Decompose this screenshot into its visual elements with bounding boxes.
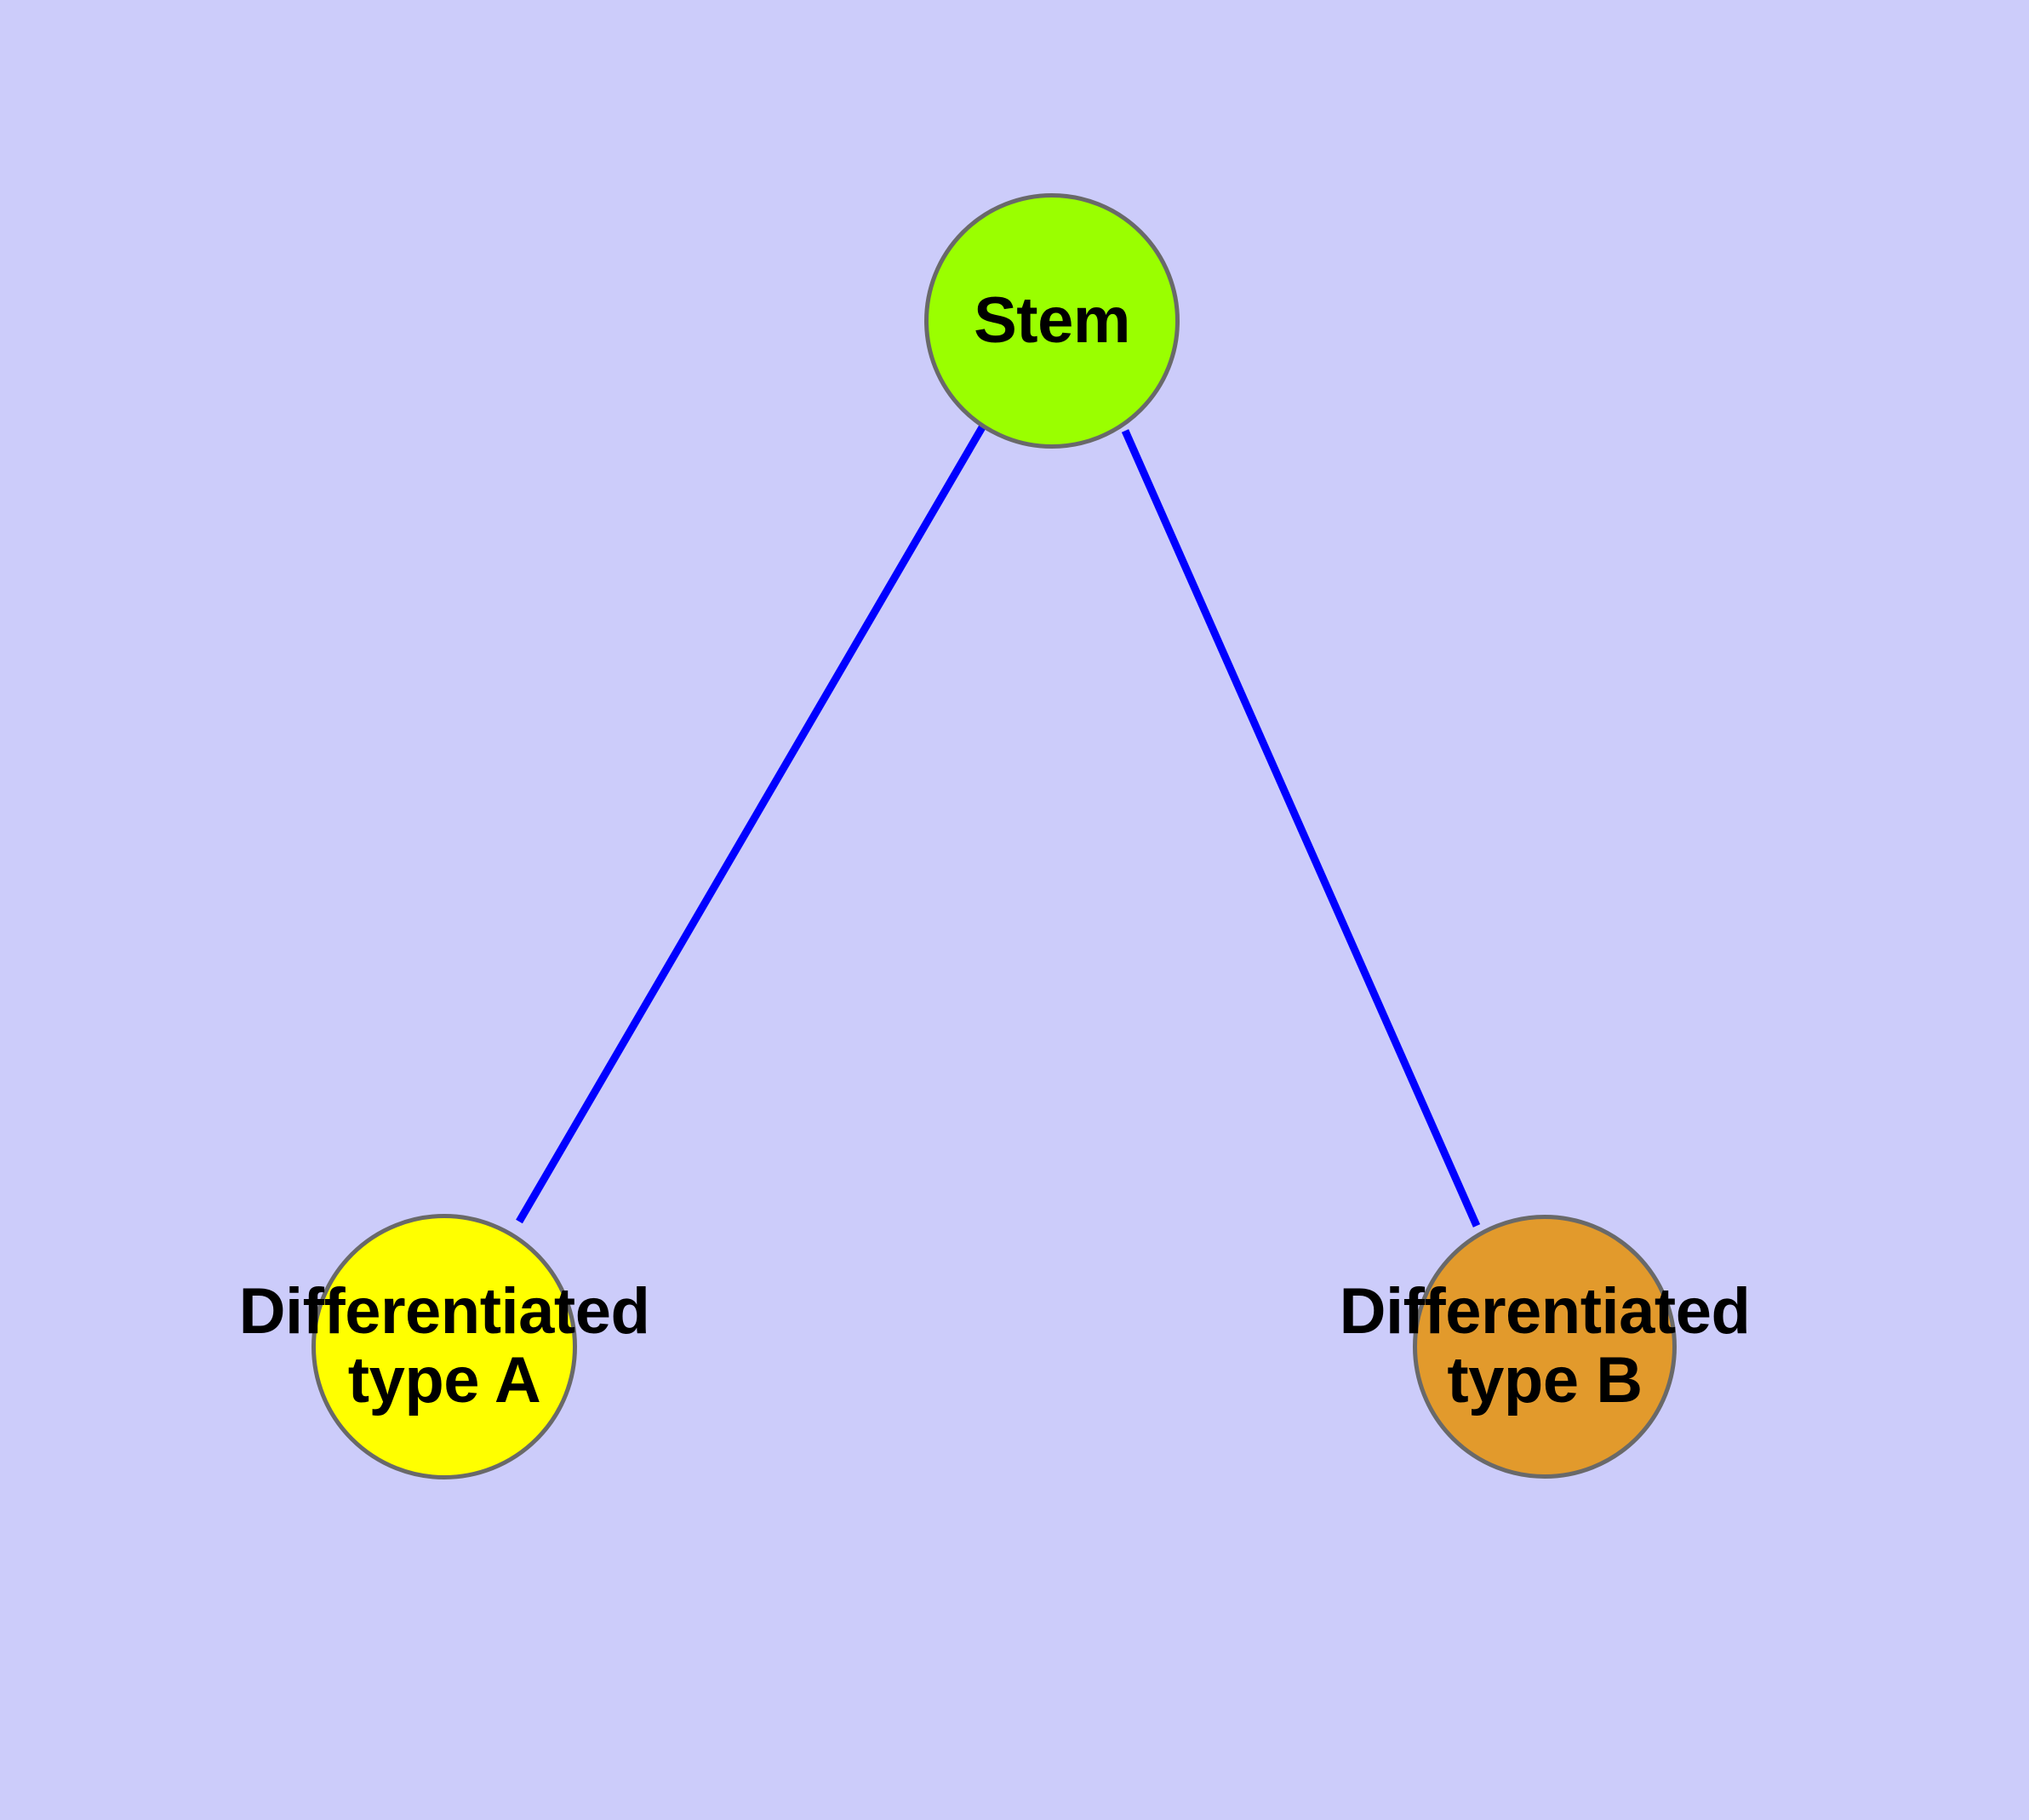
graph-node-stem[interactable] [924,193,1180,449]
graph-node-diff-b[interactable] [1413,1215,1677,1479]
graph-node-diff-a[interactable] [311,1214,577,1479]
graph-edge-stem-to-a[interactable] [516,425,986,1224]
graph-edge-stem-to-b[interactable] [1121,429,1481,1228]
